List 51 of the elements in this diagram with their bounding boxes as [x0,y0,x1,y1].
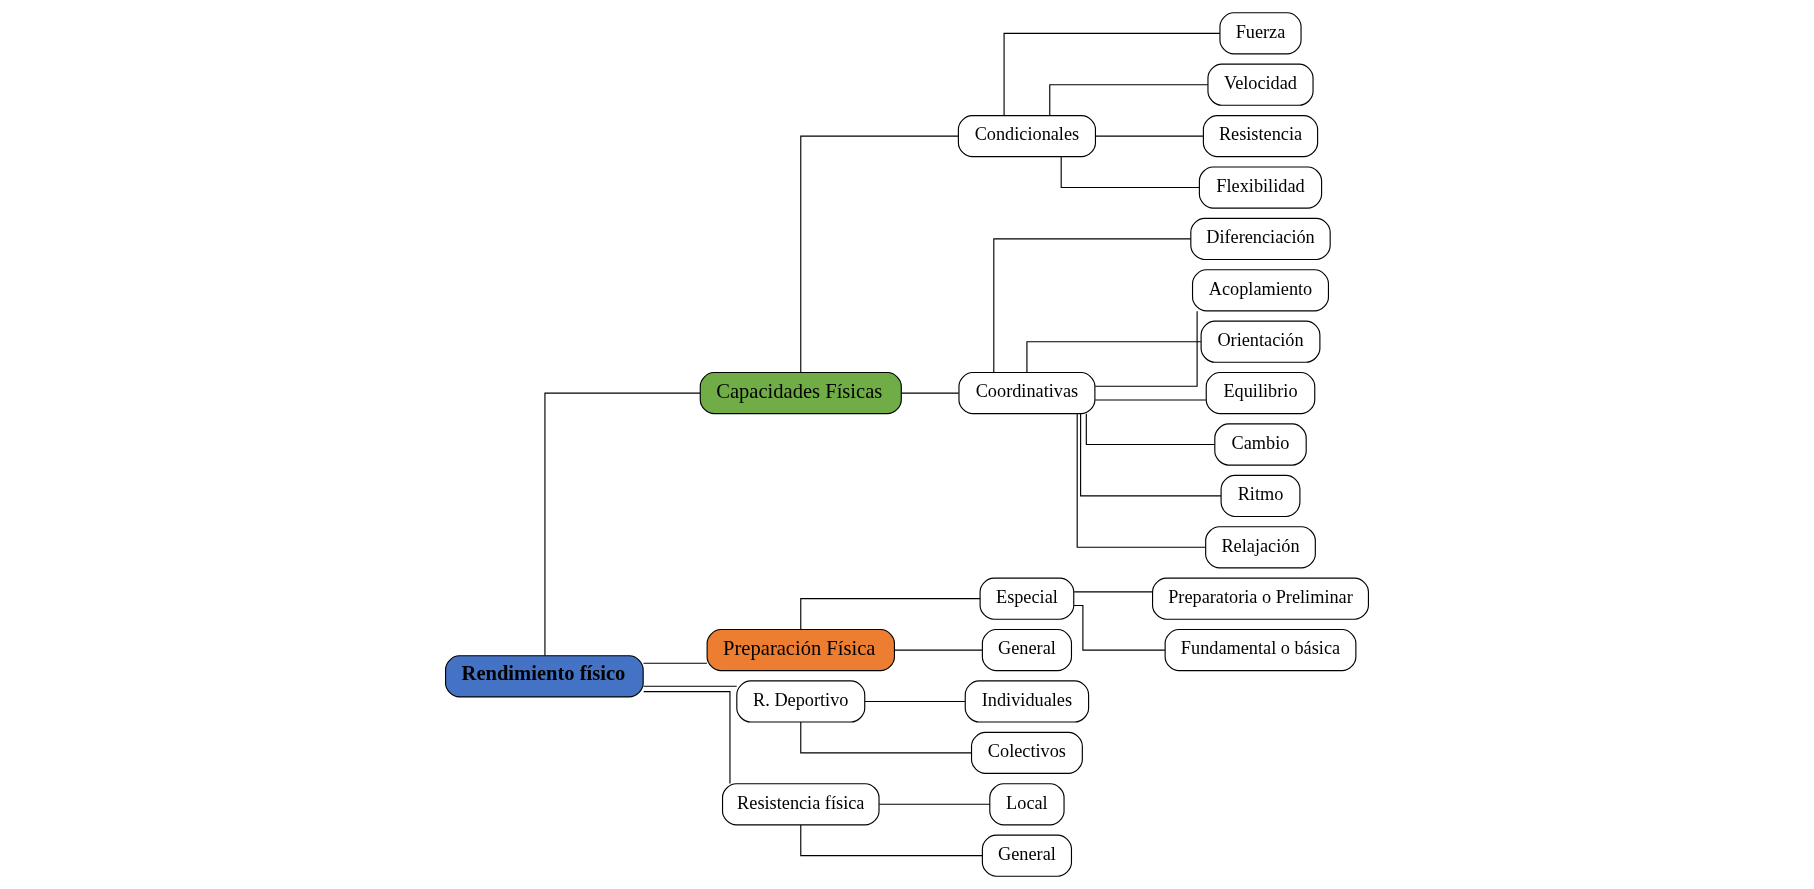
connector [1095,135,1204,137]
connector [1003,32,1221,116]
node-box: Coordinativas [958,371,1096,415]
connector [643,691,731,785]
connector [1094,310,1198,387]
connector [1026,341,1202,374]
connector [1049,84,1209,117]
connector [800,135,959,374]
node-box: Equilibrio [1205,371,1316,415]
node-box: General [981,628,1073,672]
node-box: Condicionales [957,115,1097,158]
node-box: Ritmo [1220,474,1301,518]
node-box: Fuerza [1219,12,1302,55]
node-box: Diferenciación [1190,217,1331,261]
node-box: Flexibilidad [1198,166,1323,209]
connector [901,392,960,394]
connector [1094,399,1207,401]
node-box: Preparatoria o Preliminar [1152,577,1369,620]
node-box: Velocidad [1207,63,1314,106]
node-box: Colectivos [970,731,1083,774]
node-box: Rendimiento físico [445,655,644,698]
connector [642,685,738,687]
connector [800,824,983,857]
connector [1080,413,1222,497]
node-box: Especial [979,577,1075,620]
node-box: Individuales [964,680,1090,723]
node-box: Acoplamiento [1191,269,1330,312]
connector [878,803,991,805]
connector [800,598,981,631]
connector [1073,604,1166,651]
connector [544,392,701,657]
connector [1076,413,1207,548]
node-box: Relajación [1205,526,1316,569]
node-box: Preparación Física [706,628,895,672]
connector [864,700,966,703]
node-box: Resistencia física [721,783,880,826]
node-box: Cambio [1214,423,1307,466]
node-box: Orientación [1200,320,1321,363]
node-box: Fundamental o básica [1164,628,1357,672]
node-box: R. Deportivo [736,680,866,723]
connector [642,662,708,664]
node-box: Capacidades Físicas [699,371,902,415]
connector [894,649,983,651]
node-box: Resistencia [1202,115,1319,158]
node-box: Local [989,783,1065,826]
connector [1060,156,1200,189]
connector [1073,591,1154,593]
connector [1085,413,1216,446]
node-box: General [981,834,1073,877]
connector [800,721,972,754]
connector [993,238,1192,373]
